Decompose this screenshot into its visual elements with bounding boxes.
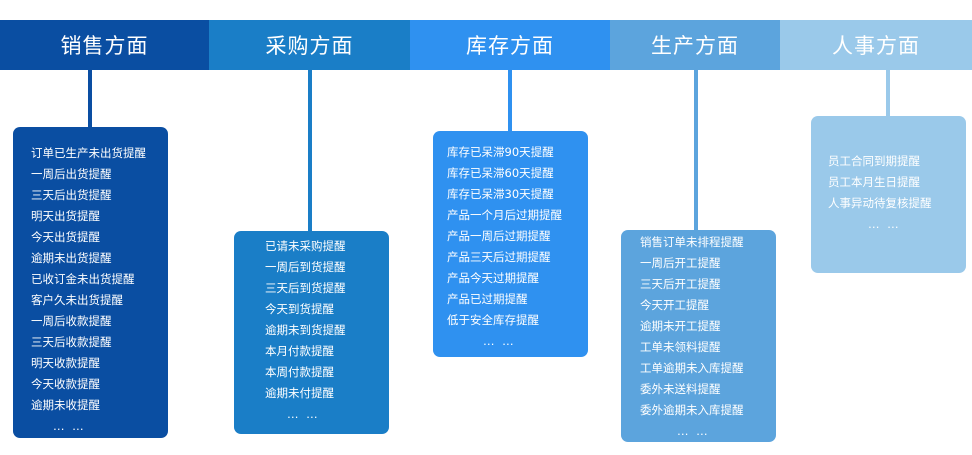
list-item: 逾期未收提醒 <box>31 398 100 412</box>
header-production-title: 生产方面 <box>651 34 739 58</box>
list-item: 一周后出货提醒 <box>31 167 112 181</box>
connector-inventory <box>508 70 512 132</box>
card-hr: 员工合同到期提醒 员工本月生日提醒 人事异动待复核提醒 … … <box>811 116 966 273</box>
card-production: 销售订单未排程提醒 一周后开工提醒 三天后开工提醒 今天开工提醒 逾期未开工提醒… <box>621 230 776 442</box>
list-item: 逾期未出货提醒 <box>31 251 112 265</box>
list-item: 今天开工提醒 <box>640 298 709 312</box>
list-item: 本周付款提醒 <box>265 365 334 379</box>
card-sales: 订单已生产未出货提醒 一周后出货提醒 三天后出货提醒 明天出货提醒 今天出货提醒… <box>13 127 168 438</box>
header-sales-title: 销售方面 <box>60 34 149 58</box>
more-ellipsis: … … <box>53 419 86 433</box>
connector-hr <box>886 70 890 116</box>
list-item: 客户久未出货提醒 <box>31 293 123 307</box>
list-item: 销售订单未排程提醒 <box>640 235 744 249</box>
list-item: 逾期未付提醒 <box>265 386 334 400</box>
list-item: 工单未领料提醒 <box>640 340 721 354</box>
list-item: 明天收款提醒 <box>31 356 100 370</box>
list-item: 已请未采购提醒 <box>265 239 346 253</box>
list-item: 明天出货提醒 <box>31 209 100 223</box>
header-inventory-title: 库存方面 <box>466 34 554 58</box>
list-item: 今天出货提醒 <box>31 230 100 244</box>
header-inventory: 库存方面 <box>410 20 610 70</box>
list-item: 员工本月生日提醒 <box>828 175 920 189</box>
list-item: 产品一个月后过期提醒 <box>447 208 562 222</box>
connector-production <box>694 70 698 230</box>
list-item: 产品一周后过期提醒 <box>447 229 551 243</box>
header-hr-title: 人事方面 <box>832 34 920 58</box>
header-sales: 销售方面 <box>0 20 209 70</box>
more-ellipsis: … … <box>868 217 901 231</box>
list-item: 今天收款提醒 <box>31 377 100 391</box>
list-item: 一周后收款提醒 <box>31 314 112 328</box>
list-item: 库存已呆滞60天提醒 <box>447 166 554 180</box>
list-item: 人事异动待复核提醒 <box>828 196 932 210</box>
list-item: 一周后开工提醒 <box>640 256 721 270</box>
connector-purchase <box>308 70 312 231</box>
card-purchase: 已请未采购提醒 一周后到货提醒 三天后到货提醒 今天到货提醒 逾期未到货提醒 本… <box>234 231 389 434</box>
connector-sales <box>88 70 92 128</box>
list-item: 三天后出货提醒 <box>31 188 112 202</box>
list-item: 本月付款提醒 <box>265 344 334 358</box>
list-item: 产品今天过期提醒 <box>447 271 539 285</box>
list-item: 今天到货提醒 <box>265 302 334 316</box>
list-item: 三天后收款提醒 <box>31 335 112 349</box>
list-item: 逾期未到货提醒 <box>265 323 346 337</box>
list-item: 产品已过期提醒 <box>447 292 528 306</box>
more-ellipsis: … … <box>483 334 516 348</box>
list-item: 产品三天后过期提醒 <box>447 250 551 264</box>
header-production: 生产方面 <box>610 20 780 70</box>
list-item: 已收订金未出货提醒 <box>31 272 135 286</box>
list-item: 员工合同到期提醒 <box>828 154 920 168</box>
header-purchase-title: 采购方面 <box>265 34 354 58</box>
list-item: 低于安全库存提醒 <box>447 313 539 327</box>
list-item: 工单逾期未入库提醒 <box>640 361 744 375</box>
list-item: 三天后开工提醒 <box>640 277 721 291</box>
list-item: 委外未送料提醒 <box>640 382 721 396</box>
list-item: 库存已呆滞90天提醒 <box>447 145 554 159</box>
header-hr: 人事方面 <box>780 20 972 70</box>
more-ellipsis: … … <box>287 407 320 421</box>
list-item: 委外逾期未入库提醒 <box>640 403 744 417</box>
more-ellipsis: … … <box>677 424 710 438</box>
card-inventory: 库存已呆滞90天提醒 库存已呆滞60天提醒 库存已呆滞30天提醒 产品一个月后过… <box>433 131 588 357</box>
list-item: 库存已呆滞30天提醒 <box>447 187 554 201</box>
list-item: 三天后到货提醒 <box>265 281 346 295</box>
list-item: 逾期未开工提醒 <box>640 319 721 333</box>
header-purchase: 采购方面 <box>209 20 410 70</box>
list-item: 订单已生产未出货提醒 <box>31 146 146 160</box>
list-item: 一周后到货提醒 <box>265 260 346 274</box>
